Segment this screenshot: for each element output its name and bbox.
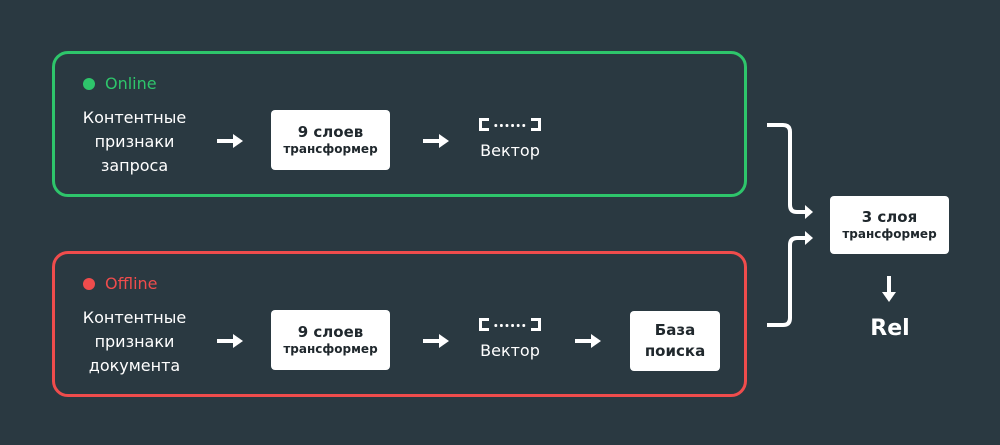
features-line: признаки <box>94 132 175 151</box>
final-transformer-block: 3 слоя трансформер <box>830 196 949 254</box>
offline-panel: Offline Контентные признаки документа 9 … <box>52 251 747 397</box>
features-line: Контентные <box>82 308 187 327</box>
relevance-output-label: Rel <box>870 316 910 341</box>
vector-bracket-right-icon <box>531 318 541 331</box>
vector-dots-icon <box>493 324 527 327</box>
offline-badge: Offline <box>83 274 158 293</box>
document-vector: Вектор <box>475 318 545 360</box>
features-line: признаки <box>94 332 175 351</box>
vector-label: Вектор <box>480 141 540 160</box>
transformer-subtitle: трансформер <box>283 342 378 356</box>
arrow-right-icon <box>217 334 243 348</box>
vector-bracket-left-icon <box>479 318 489 331</box>
query-features-label: Контентные признаки запроса <box>72 106 197 178</box>
online-panel: Online Контентные признаки запроса 9 сло… <box>52 51 747 197</box>
transformer-subtitle: трансформер <box>283 142 378 156</box>
offline-status-dot-icon <box>83 277 95 290</box>
vector-dots-icon <box>493 124 527 127</box>
arrow-right-icon <box>217 134 243 148</box>
offline-label: Offline <box>105 274 158 293</box>
online-status-dot-icon <box>83 77 95 90</box>
online-label: Online <box>105 74 157 93</box>
online-badge: Online <box>83 74 157 93</box>
database-line: База <box>654 321 696 339</box>
transformer-subtitle: трансформер <box>842 227 937 241</box>
document-features-label: Контентные признаки документа <box>72 306 197 378</box>
transformer-title: 3 слоя <box>861 208 918 226</box>
vector-bracket-right-icon <box>531 118 541 131</box>
search-database-block: База поиска <box>630 311 720 371</box>
transformer-title: 9 слоев <box>297 323 364 341</box>
database-line: поиска <box>644 342 706 360</box>
features-line: Контентные <box>82 108 187 127</box>
query-vector: Вектор <box>475 118 545 160</box>
transformer-title: 9 слоев <box>297 123 364 141</box>
document-transformer-block: 9 слоев трансформер <box>271 310 390 370</box>
vector-label: Вектор <box>480 341 540 360</box>
arrow-right-icon <box>575 334 601 348</box>
arrow-right-icon <box>423 334 449 348</box>
query-transformer-block: 9 слоев трансформер <box>271 110 390 170</box>
arrow-right-icon <box>423 134 449 148</box>
arrow-down-icon <box>882 276 896 302</box>
features-line: запроса <box>100 156 169 175</box>
vector-bracket-left-icon <box>479 118 489 131</box>
features-line: документа <box>88 356 181 375</box>
merge-connector-icon <box>767 123 813 327</box>
